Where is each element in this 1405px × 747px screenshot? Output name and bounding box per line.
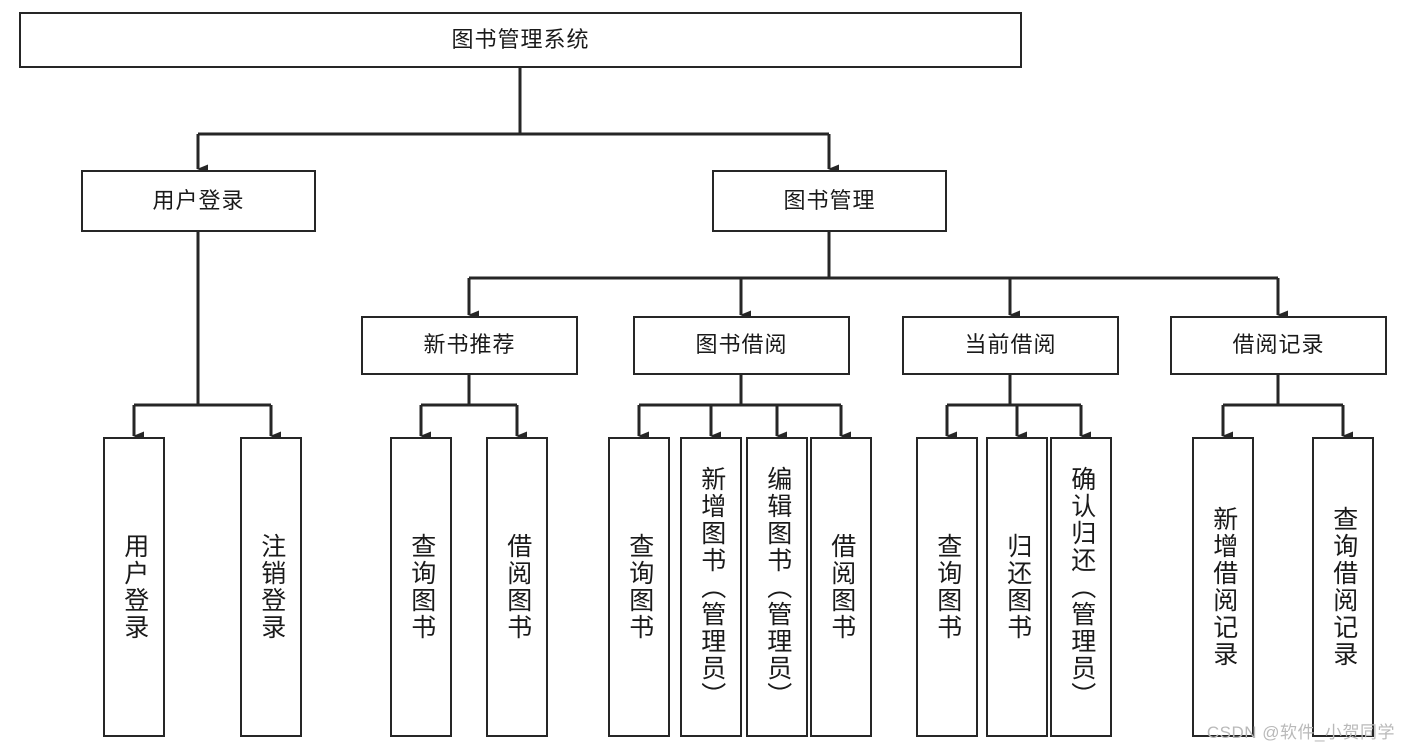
node-label-user-login: 用户登录 (152, 187, 245, 213)
node-leaf-cb-query-book[interactable]: 查询图书 (916, 437, 978, 737)
node-label-leaf-cb-return-book: 归还图书 (1003, 533, 1032, 641)
node-leaf-br-add-record[interactable]: 新增借阅记录 (1192, 437, 1254, 737)
node-label-leaf-user-login: 用户登录 (120, 533, 149, 641)
node-label-leaf-rec-query-book: 查询图书 (407, 533, 436, 641)
node-book-borrow[interactable]: 图书借阅 (633, 316, 850, 375)
node-borrow-record[interactable]: 借阅记录 (1170, 316, 1387, 375)
node-root[interactable]: 图书管理系统 (19, 12, 1022, 68)
node-leaf-cb-confirm-return[interactable]: 确认归还（管理员） (1050, 437, 1112, 737)
node-label-new-book-rec: 新书推荐 (423, 332, 516, 358)
node-label-borrow-record: 借阅记录 (1232, 332, 1325, 358)
node-leaf-bb-edit-book[interactable]: 编辑图书（管理员） (746, 437, 808, 737)
node-leaf-bb-query-book[interactable]: 查询图书 (608, 437, 670, 737)
node-label-leaf-bb-borrow-book: 借阅图书 (827, 533, 856, 641)
node-user-login[interactable]: 用户登录 (81, 170, 316, 232)
node-leaf-user-logout[interactable]: 注销登录 (240, 437, 302, 737)
node-label-leaf-cb-confirm-return: 确认归还（管理员） (1067, 465, 1096, 709)
node-label-leaf-bb-edit-book: 编辑图书（管理员） (763, 465, 792, 709)
node-label-leaf-br-add-record: 新增借阅记录 (1209, 506, 1238, 668)
node-leaf-user-login[interactable]: 用户登录 (103, 437, 165, 737)
node-label-current-borrow: 当前借阅 (964, 332, 1057, 358)
node-label-leaf-user-logout: 注销登录 (257, 533, 286, 641)
node-leaf-rec-borrow-book[interactable]: 借阅图书 (486, 437, 548, 737)
node-label-book-borrow: 图书借阅 (695, 332, 788, 358)
node-label-leaf-rec-borrow-book: 借阅图书 (503, 533, 532, 641)
node-new-book-rec[interactable]: 新书推荐 (361, 316, 578, 375)
node-current-borrow[interactable]: 当前借阅 (902, 316, 1119, 375)
node-leaf-bb-add-book[interactable]: 新增图书（管理员） (680, 437, 742, 737)
node-label-leaf-cb-query-book: 查询图书 (933, 533, 962, 641)
node-label-leaf-bb-add-book: 新增图书（管理员） (697, 465, 726, 709)
node-label-book-manage: 图书管理 (783, 187, 876, 213)
node-label-root: 图书管理系统 (451, 26, 590, 52)
node-label-leaf-br-query-record: 查询借阅记录 (1329, 506, 1358, 668)
node-leaf-br-query-record[interactable]: 查询借阅记录 (1312, 437, 1374, 737)
node-label-leaf-bb-query-book: 查询图书 (625, 533, 654, 641)
node-book-manage[interactable]: 图书管理 (712, 170, 947, 232)
connector-group (132, 68, 1353, 441)
node-leaf-bb-borrow-book[interactable]: 借阅图书 (810, 437, 872, 737)
node-leaf-rec-query-book[interactable]: 查询图书 (390, 437, 452, 737)
node-leaf-cb-return-book[interactable]: 归还图书 (986, 437, 1048, 737)
